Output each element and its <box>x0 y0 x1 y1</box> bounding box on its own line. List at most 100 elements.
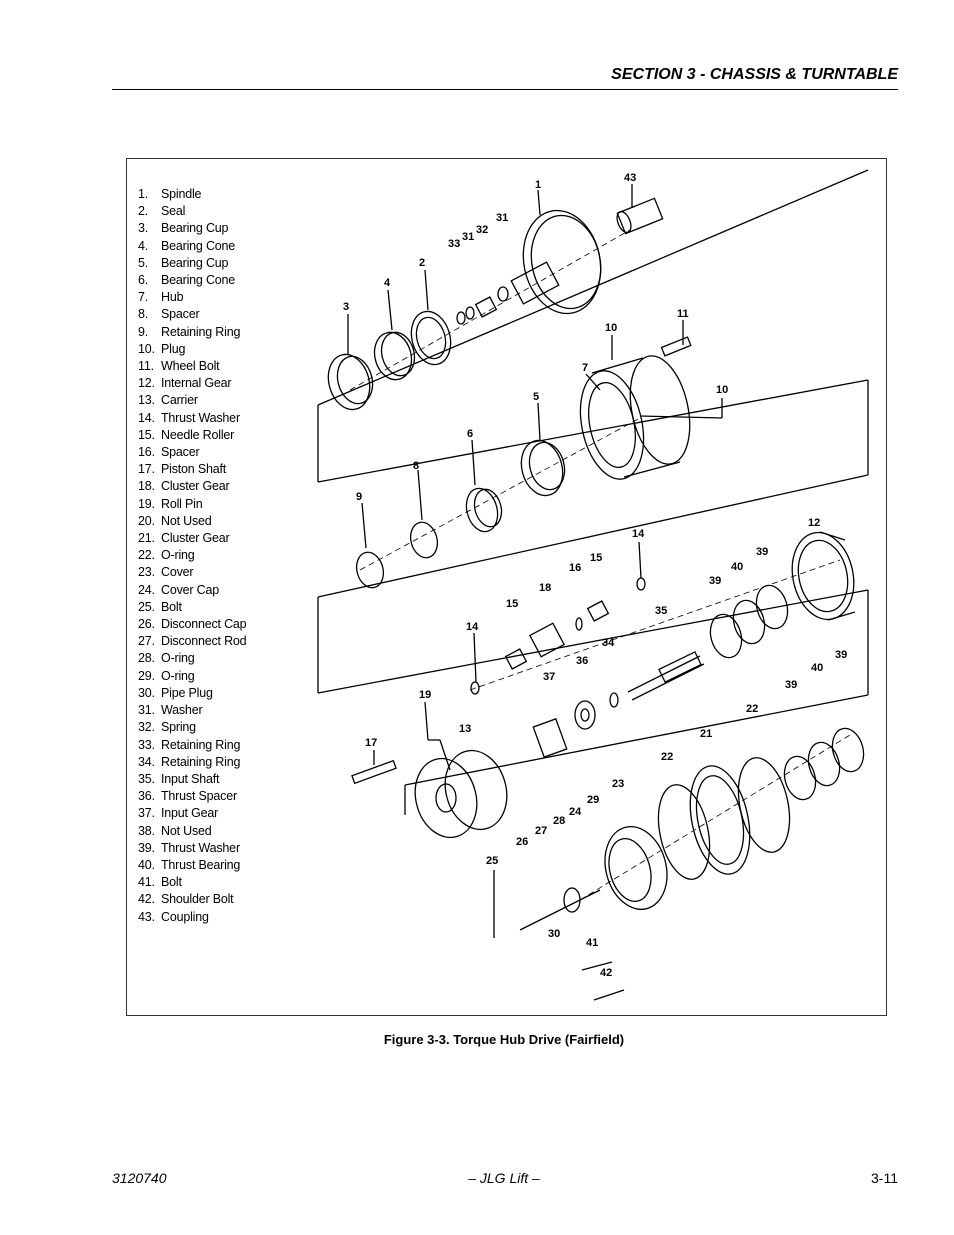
part-number: 13. <box>138 393 155 408</box>
parts-list-item: 21.Cluster Gear <box>138 530 246 547</box>
parts-list-item: 13.Carrier <box>138 392 246 409</box>
part-label: Spring <box>161 720 196 735</box>
part-number: 24. <box>138 582 155 597</box>
part-number: 7. <box>138 290 149 305</box>
part-number: 37. <box>138 806 155 821</box>
parts-list-item: 23.Cover <box>138 564 246 581</box>
callout-label: 6 <box>467 428 473 440</box>
parts-list-item: 17.Piston Shaft <box>138 461 246 478</box>
callout-label: 29 <box>587 794 599 806</box>
section-title: SECTION 3 - CHASSIS & TURNTABLE <box>611 66 898 83</box>
part-number: 20. <box>138 513 155 528</box>
parts-list-item: 7.Hub <box>138 289 246 306</box>
part-label: Bearing Cup <box>161 221 229 236</box>
callout-label: 14 <box>466 621 479 633</box>
part-number: 22. <box>138 548 155 563</box>
parts-list-item: 27.Disconnect Rod <box>138 633 247 650</box>
part-label: Input Gear <box>161 806 219 821</box>
callout-label: 26 <box>516 836 528 848</box>
callout-label: 21 <box>700 728 712 740</box>
part-label: Seal <box>161 204 186 219</box>
callout-label: 5 <box>533 391 539 403</box>
parts-list-item: 11. Wheel Bolt <box>138 358 246 375</box>
part-number: 11. <box>138 359 154 374</box>
part-label: Pipe Plug <box>161 685 213 700</box>
parts-list-item: 22. O-ring <box>138 547 246 564</box>
callout-label: 30 <box>548 928 560 940</box>
part-label: Shoulder Bolt <box>161 892 234 907</box>
parts-list-item: 19.Roll Pin <box>138 496 246 513</box>
part-number: 33. <box>138 737 155 752</box>
parts-list-item: 33.Retaining Ring <box>138 737 246 754</box>
part-label: Thrust Spacer <box>161 789 237 804</box>
part-label: Retaining Ring <box>161 324 241 339</box>
parts-list-item: 20.Not Used <box>138 513 246 530</box>
part-label: Wheel Bolt <box>161 359 220 374</box>
callout-label: 19 <box>419 689 431 701</box>
callout-label: 1 <box>535 179 541 191</box>
callout-label: 39 <box>756 546 768 558</box>
callout-label: 12 <box>808 517 820 529</box>
parts-list-item: 25.Bolt <box>138 599 246 616</box>
part-number: 29. <box>138 668 155 683</box>
part-label: Cover Cap <box>161 582 219 597</box>
part-label: Roll Pin <box>161 496 203 511</box>
parts-list-item: 38.Not Used <box>138 823 246 840</box>
callout-label: 37 <box>543 671 555 683</box>
part-label: O-ring <box>161 668 195 683</box>
part-label: Washer <box>161 703 203 718</box>
callout-label: 40 <box>811 662 823 674</box>
parts-list-item: 29. O-ring <box>138 668 246 685</box>
part-label: Thrust Washer <box>161 840 240 855</box>
part-number: 6. <box>138 273 149 288</box>
callout-label: 8 <box>413 460 419 472</box>
part-label: Coupling <box>161 909 209 924</box>
part-number: 5. <box>138 255 149 270</box>
callout-label: 42 <box>600 967 612 979</box>
part-label: Cluster Gear <box>161 531 230 546</box>
parts-list-item: 2. Seal <box>138 203 246 220</box>
part-number: 28. <box>138 651 155 666</box>
part-number: 39. <box>138 840 155 855</box>
callout-label: 28 <box>553 815 565 827</box>
parts-list-item: 8.Spacer <box>138 306 246 323</box>
part-number: 16. <box>138 445 155 460</box>
parts-list-item: 18.Cluster Gear <box>138 478 246 495</box>
part-number: 4. <box>138 238 149 253</box>
part-number: 15. <box>138 427 155 442</box>
part-label: Internal Gear <box>161 376 232 391</box>
part-label: Not Used <box>161 823 212 838</box>
part-number: 23. <box>138 565 155 580</box>
parts-list-item: 4. Bearing Cone <box>138 238 246 255</box>
part-number: 41. <box>138 875 155 890</box>
callout-label: 33 <box>448 238 460 250</box>
part-label: O-ring <box>161 548 195 563</box>
part-label: Needle Roller <box>161 427 235 442</box>
callout-label: 22 <box>661 751 673 763</box>
callout-label: 34 <box>602 637 615 649</box>
part-number: 17. <box>138 462 155 477</box>
part-number: 26. <box>138 617 155 632</box>
part-label: Bearing Cone <box>161 273 236 288</box>
callout-label: 39 <box>785 679 797 691</box>
figure-caption: Figure 3-3. Torque Hub Drive (Fairfield) <box>383 1032 625 1047</box>
exploded-diagram: 1 43 31 31 32 33 2 4 3 11 10 7 10 5 6 8 … <box>317 169 869 1001</box>
callout-label: 10 <box>605 322 617 334</box>
parts-list-item: 43.Coupling <box>138 909 246 926</box>
part-number: 36. <box>138 789 155 804</box>
callout-label: 27 <box>535 825 547 837</box>
part-number: 8. <box>138 307 149 322</box>
callout-label: 15 <box>590 552 602 564</box>
part-number: 1. <box>138 187 149 201</box>
callout-label: 22 <box>746 703 758 715</box>
part-label: O-ring <box>161 651 195 666</box>
part-number: 2. <box>138 204 149 219</box>
part-label: Bearing Cone <box>161 238 236 253</box>
part-number: 30. <box>138 685 155 700</box>
callout-label: 18 <box>539 582 551 594</box>
part-label: Bearing Cup <box>161 255 229 270</box>
callout-label: 16 <box>569 562 581 574</box>
part-number: 40. <box>138 857 155 872</box>
parts-list-item: 15. Needle Roller <box>138 427 246 444</box>
part-number: 3. <box>138 221 149 236</box>
